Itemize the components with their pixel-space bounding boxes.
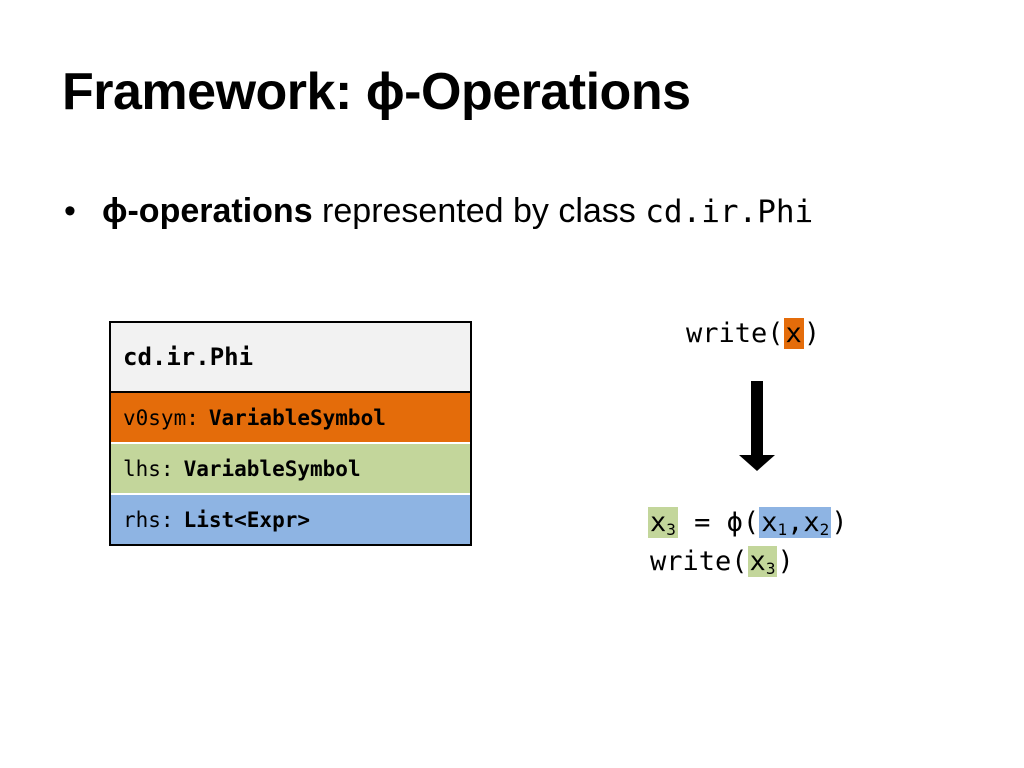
phi-lhs-sub: 3	[666, 520, 676, 539]
code-before: write(x)	[686, 318, 820, 349]
field-name: rhs:	[123, 507, 174, 532]
code-after-line1: x3 = ϕ(x1,x2)	[648, 507, 848, 539]
down-arrow-head-icon	[739, 455, 775, 471]
write-var-sub: 3	[765, 559, 776, 578]
code-before-prefix: write(	[686, 318, 784, 349]
phi-arg1-var: x	[761, 507, 778, 538]
write-prefix: write(	[650, 546, 748, 577]
slide-title: Framework: ϕ-Operations	[62, 63, 691, 121]
phi-arg2-var: x	[803, 507, 820, 538]
code-after-line2: write(x3)	[650, 546, 794, 578]
field-v0sym: v0sym: VariableSymbol	[111, 393, 470, 444]
bullet-code: cd.ir.Phi	[645, 194, 814, 230]
class-header: cd.ir.Phi	[111, 323, 470, 393]
write-suffix: )	[777, 546, 794, 577]
field-name: lhs:	[123, 456, 174, 481]
write-var: x3	[747, 546, 778, 578]
phi-arg-sep: ,	[787, 507, 804, 538]
field-rhs: rhs: List<Expr>	[111, 495, 470, 544]
write-var-text: x	[749, 546, 766, 577]
code-before-suffix: )	[803, 318, 821, 349]
phi-lhs-var-text: x	[650, 507, 667, 538]
phi-end: )	[831, 507, 848, 538]
phi-arg2-sub: 2	[819, 520, 830, 539]
code-before-var: x	[783, 318, 804, 349]
phi-assign: = ϕ(	[677, 507, 760, 538]
bullet-marker: •	[64, 192, 76, 230]
bullet-item: • ϕ-operations represented by class cd.ir…	[64, 192, 813, 231]
phi-lhs-var: x3	[648, 507, 678, 539]
bullet-bold-term: ϕ-operations	[102, 192, 313, 230]
phi-args: x1,x2	[759, 507, 832, 539]
field-name: v0sym:	[123, 405, 199, 430]
class-diagram-box: cd.ir.Phi v0sym: VariableSymbol lhs: Var…	[109, 321, 472, 546]
field-type: VariableSymbol	[183, 456, 361, 481]
field-type: VariableSymbol	[208, 405, 386, 430]
bullet-text: represented by class	[312, 192, 646, 230]
field-lhs: lhs: VariableSymbol	[111, 444, 470, 495]
phi-arg1-sub: 1	[777, 520, 788, 539]
down-arrow-icon	[751, 381, 763, 457]
field-type: List<Expr>	[183, 507, 311, 532]
